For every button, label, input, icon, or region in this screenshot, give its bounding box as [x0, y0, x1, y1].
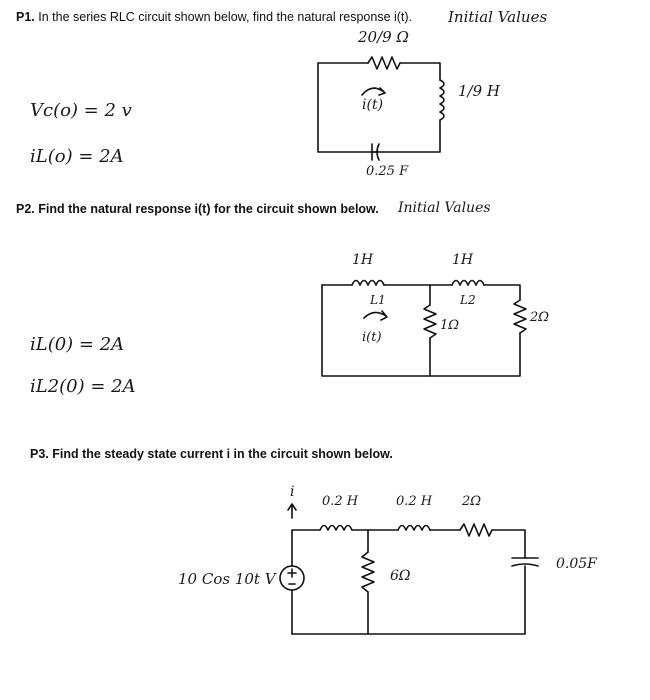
p2-l1-name: L1 — [370, 293, 386, 307]
p3-inductor-1 — [319, 524, 353, 531]
p2-l1-value: 1H — [352, 252, 374, 268]
p3-resistor-1 — [459, 523, 493, 537]
p2-l2-value: 1H — [452, 252, 474, 268]
p2-wire-bottom — [321, 284, 521, 377]
p3-current-arrowhead — [287, 503, 297, 511]
p2-resistor-right — [513, 299, 527, 334]
p2-current-arrow — [363, 311, 387, 319]
p1-initial-values-note: Initial Values — [448, 8, 548, 26]
p1-current-label: i(t) — [362, 97, 384, 113]
p3-cap-plate-2 — [511, 563, 539, 567]
p2-current-arrowhead — [380, 310, 388, 321]
p1-wire-left — [317, 62, 380, 153]
p2-initial-values-note: Initial Values — [398, 200, 491, 216]
p1-vc0: Vc(o) = 2 v — [30, 100, 132, 121]
p3-inductor-2 — [397, 524, 431, 531]
p3-l2-label: 0.2 H — [396, 494, 433, 509]
p2-il1: iL(0) = 2A — [30, 334, 125, 355]
p1-resistor — [367, 56, 401, 70]
p3-current-label: i — [290, 484, 295, 500]
p2-inductor-l2 — [451, 279, 485, 286]
p3-text: Find the steady state current i in the c… — [52, 447, 393, 461]
p2-current-label: i(t) — [362, 330, 382, 345]
p2-resistor-mid — [423, 304, 437, 339]
p3-resistor-2 — [361, 551, 375, 593]
p3-prefix: P3. — [30, 447, 49, 461]
p2-inductor-l1 — [351, 279, 385, 286]
p1-current-arrowhead — [378, 87, 386, 96]
p3-r2-label: 6Ω — [390, 568, 411, 584]
p1-il0: iL(o) = 2A — [30, 146, 124, 167]
p3-l1-label: 0.2 H — [322, 494, 359, 509]
p1-wire-right-bottom — [371, 119, 441, 153]
p2-r-right-label: 2Ω — [530, 310, 550, 325]
p1-capacitor-label: 0.25 F — [366, 164, 409, 179]
p2-l2-name: L2 — [460, 293, 476, 307]
p2-prefix: P2. — [16, 202, 35, 216]
p3-source-plus — [287, 568, 297, 578]
p1-text: In the series RLC circuit shown below, f… — [38, 10, 413, 24]
p1-inductor — [439, 79, 445, 121]
p1-question: P1. In the series RLC circuit shown belo… — [16, 10, 412, 24]
p2-question: P2. Find the natural response i(t) for t… — [16, 202, 379, 216]
p1-resistor-label: 20/9 Ω — [358, 28, 409, 46]
p2-r-mid-label: 1Ω — [440, 318, 460, 333]
p3-question: P3. Find the steady state current i in t… — [30, 447, 393, 461]
p2-wire-top-right — [483, 284, 521, 301]
p1-inductor-label: 1/9 H — [458, 82, 500, 100]
p1-wire-top-right — [399, 62, 441, 81]
p3-wire-top-right — [491, 529, 526, 559]
p3-c-label: 0.05F — [556, 556, 597, 572]
p1-prefix: P1. — [16, 10, 35, 24]
p2-text: Find the natural response i(t) for the c… — [38, 202, 379, 216]
p3-wire-right-bottom — [291, 565, 526, 635]
p3-r1-label: 2Ω — [462, 494, 482, 509]
p2-il2: iL2(0) = 2A — [30, 376, 136, 397]
p3-source-label: 10 Cos 10t V — [178, 570, 276, 588]
